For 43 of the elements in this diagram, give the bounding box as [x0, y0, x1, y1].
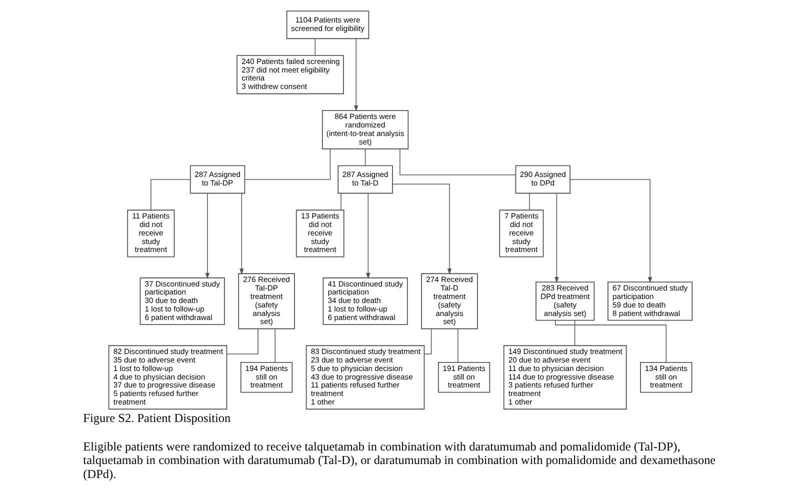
diagram-title: Figure S2. Patient Disposition — [82, 411, 230, 426]
connector — [457, 328, 458, 363]
connector — [423, 328, 432, 354]
node-box: 276 Received Tal-DP treatment (safety analysis set) — [238, 273, 294, 330]
connector — [574, 320, 575, 346]
node-box: 7 Patients did not receive study treatment — [498, 210, 544, 258]
node-box: 149 Discontinued study treatment 20 due to adverse event 11 due to physician decision 114 due to progressive disease 3 patients refused further treatment 1 other — [502, 345, 626, 410]
node-box: 864 Patients were randomized (intent-to-treat analysis set) — [321, 110, 408, 150]
node-box: 274 Received Tal-D treatment (safety analysis set) — [420, 273, 478, 330]
arrow — [239, 193, 244, 275]
connector — [399, 148, 516, 176]
connector — [554, 320, 666, 363]
connector — [244, 148, 330, 180]
node-box: 290 Assigned to DPd — [514, 165, 570, 194]
arrow — [204, 193, 210, 279]
node-box: 240 Patients failed screening 237 did not meet eligibility criteria 3 withdrew consent — [236, 55, 344, 94]
node-box: 11 Patients did not receive study treatment — [126, 210, 174, 258]
connector — [340, 193, 341, 210]
node-box: 67 Discontinued study participation 59 due to death 8 patient withdrawal — [607, 282, 692, 321]
arrow — [392, 184, 452, 275]
node-box: 83 Discontinued study treatment 23 due to adverse event 5 due to physician decision 43 due to progressive disease 11 patients refused further treatment 1 other — [305, 345, 424, 410]
node-box: 13 Patients did not receive study treatment — [295, 210, 344, 258]
node-box: 82 Discontinued study treatment 35 due to adverse event 1 lost to follow-up 4 due to physician decision 37 due to progressive disease 5 patients refused further treatment — [108, 345, 227, 410]
node-box: 37 Discontinued study participation 30 due to death 1 lost to follow-up 6 patient withdrawal — [139, 277, 224, 326]
arrow — [366, 193, 370, 279]
arrow — [353, 38, 358, 112]
caption: Eligible patients were randomized to receive talquetamab in combination with daratumumab and pomalidomide (Tal-DP), talquetamab in combination with daratumumab (Tal-D), or daratumumab in combination with pomalidomide and dexamethasone (DPd). — [82, 439, 716, 481]
node-box: 1104 Patients were screened for eligibility — [286, 10, 369, 40]
arrow — [569, 179, 652, 284]
arrow — [554, 193, 558, 284]
connector — [314, 38, 316, 56]
node-box: 134 Patients still on treatment — [640, 362, 692, 393]
node-box: 194 Patients still on treatment — [240, 362, 292, 393]
connector — [150, 179, 190, 210]
node-box: 41 Discontinued study participation 34 due to death 1 lost to follow-up 6 patient withdrawal — [322, 277, 408, 326]
connector — [274, 328, 275, 363]
node-box: 287 Assigned to Tal-D — [337, 165, 392, 194]
node-box: 287 Assigned to Tal-DP — [189, 165, 245, 194]
connector — [226, 328, 258, 354]
connector — [528, 193, 530, 210]
connector — [364, 148, 366, 166]
node-box: 283 Received DPd treatment (safety analysis set) — [535, 282, 594, 321]
node-box: 191 Patients still on treatment — [437, 362, 490, 393]
